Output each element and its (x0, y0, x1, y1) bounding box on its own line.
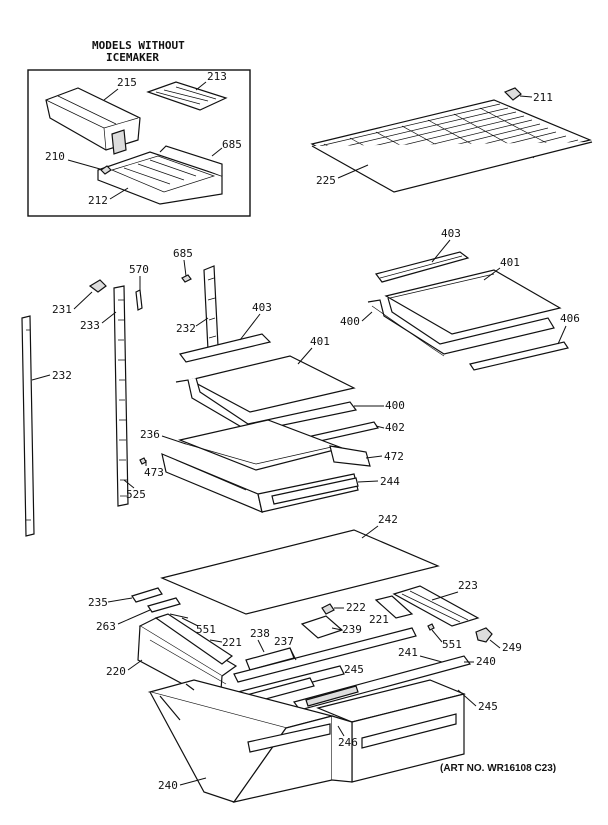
slide-out-shelf-assembly (161, 419, 371, 513)
inset-title-line1: MODELS WITHOUT (92, 39, 185, 52)
part-233-ladder-rail (113, 285, 129, 507)
callout-685-center: 685 (173, 247, 193, 260)
part-551-screw-left (169, 613, 189, 619)
part-473-screw (139, 457, 147, 465)
callout-570: 570 (129, 263, 149, 276)
callout-238: 238 (250, 627, 270, 640)
callout-222: 222 (346, 601, 366, 614)
callout-246: 246 (338, 736, 358, 749)
part-221-left-rail (154, 613, 234, 665)
part-242-crisper-cover (160, 529, 440, 615)
icemaker-inset: MODELS WITHOUT ICEMAKER 215 213 (27, 39, 251, 217)
part-213-ice-tray (146, 81, 228, 111)
part-472-slide (329, 445, 371, 467)
callout-472: 472 (384, 450, 404, 463)
callout-235: 235 (88, 596, 108, 609)
part-570-screw (135, 289, 143, 311)
callout-244: 244 (380, 475, 400, 488)
callout-232-left: 232 (52, 369, 72, 382)
callout-237: 237 (274, 635, 294, 648)
inset-title-line2: ICEMAKER (106, 51, 159, 64)
part-400-center-frame (175, 377, 358, 433)
callout-403-right: 403 (441, 227, 461, 240)
part-406-rear-trim (469, 341, 569, 371)
callout-685-inset: 685 (222, 138, 242, 151)
callout-223: 223 (458, 579, 478, 592)
part-212-tray-support (97, 145, 223, 205)
callout-401-center: 401 (310, 335, 330, 348)
part-249-clip (475, 627, 493, 643)
part-240-right-crisper-pan (316, 679, 466, 783)
callout-245-right: 245 (478, 700, 498, 713)
part-235-bracket (131, 587, 163, 603)
right-glass-shelf (367, 251, 569, 371)
callout-221-right: 221 (369, 613, 389, 626)
callout-221-left: 221 (222, 636, 242, 649)
callout-233: 233 (80, 319, 100, 332)
callout-400-center: 400 (385, 399, 405, 412)
callout-213: 213 (207, 70, 227, 83)
callout-241: 241 (398, 646, 418, 659)
part-685-screw (181, 274, 192, 283)
callout-210: 210 (45, 150, 65, 163)
art-number: (ART NO. WR16108 C23) (440, 763, 556, 774)
part-400-frame (367, 297, 555, 355)
callout-236: 236 (140, 428, 160, 441)
callout-212: 212 (88, 194, 108, 207)
callout-242: 242 (378, 513, 398, 526)
part-237-divider-trim (233, 627, 417, 683)
inset-frame (27, 69, 251, 217)
callout-249: 249 (502, 641, 522, 654)
part-221-right-bracket (374, 595, 414, 619)
part-231-cap (88, 279, 107, 293)
part-222-clip (321, 603, 335, 615)
part-263-trim (147, 597, 181, 613)
callout-473: 473 (144, 466, 164, 479)
part-551-screw-right (427, 623, 435, 631)
callout-406: 406 (560, 312, 580, 325)
part-240-left-crisper-pan (147, 679, 335, 803)
callout-402: 402 (385, 421, 405, 434)
callout-525: 525 (126, 488, 146, 501)
callout-551-right: 551 (442, 638, 462, 651)
part-403-center-trim (178, 333, 272, 363)
part-210-clip (100, 165, 112, 175)
callout-245-center: 245 (344, 663, 364, 676)
callout-220: 220 (106, 665, 126, 678)
callout-400-right: 400 (340, 315, 360, 328)
callout-403-center: 403 (252, 301, 272, 314)
callout-401-right: 401 (500, 256, 520, 269)
part-401-center-glass (188, 355, 356, 413)
callout-215: 215 (117, 76, 137, 89)
part-244-trim (271, 477, 359, 505)
callout-225: 225 (316, 174, 336, 187)
part-239-bracket (300, 615, 344, 639)
callout-263: 263 (96, 620, 116, 633)
callout-240-left: 240 (158, 779, 178, 792)
part-232-left-rail (21, 315, 35, 537)
part-211-cap (503, 87, 522, 101)
part-215-ice-bucket (45, 87, 141, 155)
part-236-slide-shelf (177, 419, 344, 471)
part-223-right-support (392, 585, 480, 627)
callout-239: 239 (342, 623, 362, 636)
callout-231: 231 (52, 303, 72, 316)
callout-551-left: 551 (196, 623, 216, 636)
callout-211: 211 (533, 91, 553, 104)
part-225-wire-shelf (310, 99, 593, 193)
part-401-glass (384, 269, 562, 335)
callout-232-center: 232 (176, 322, 196, 335)
callout-240-right: 240 (476, 655, 496, 668)
part-232-center-rail (203, 265, 219, 351)
